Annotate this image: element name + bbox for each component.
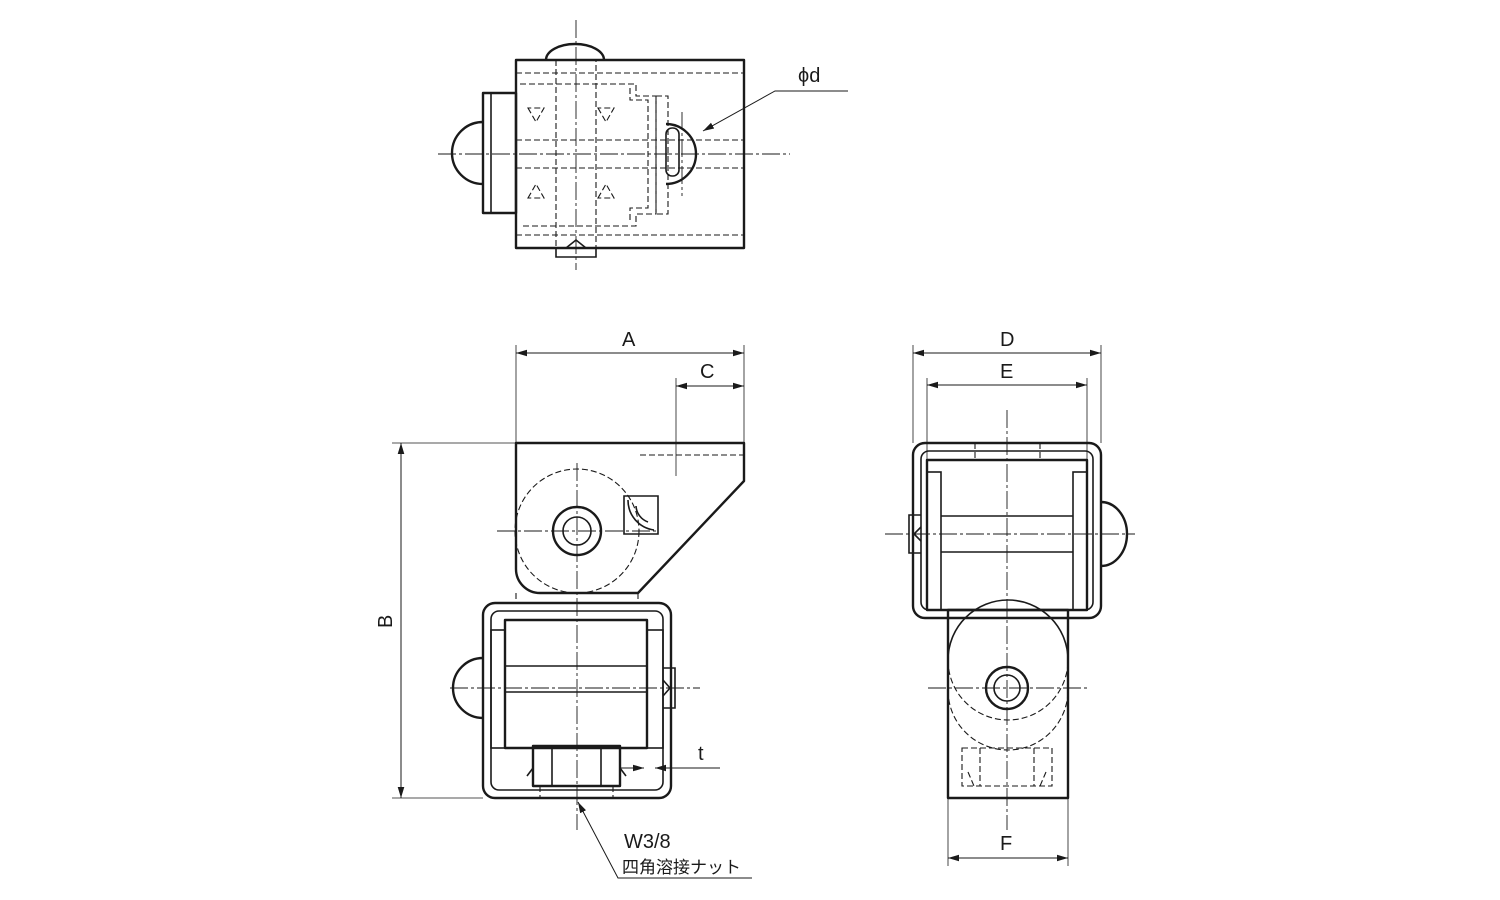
label-nut-size: W3/8 — [624, 831, 671, 853]
side-view: D E F — [885, 329, 1135, 866]
label-D: D — [1000, 329, 1014, 351]
label-t: t — [698, 743, 704, 765]
label-A: A — [622, 329, 636, 351]
top-view: ϕd — [438, 20, 848, 270]
top-view-left-bolt-head — [450, 120, 484, 186]
label-phi-d: ϕd — [798, 65, 820, 87]
side-view-lower-block — [946, 608, 1070, 800]
label-E: E — [1000, 361, 1013, 383]
side-view-right-bolt-head — [1100, 500, 1129, 568]
label-C: C — [700, 361, 714, 383]
front-view-weld-nut — [531, 744, 622, 788]
label-F: F — [1000, 833, 1012, 855]
front-view-weld-mark — [623, 495, 659, 535]
label-B: B — [375, 615, 397, 628]
top-view-left-plate — [481, 91, 518, 215]
top-view-top-knob — [544, 42, 606, 61]
front-view: A C B t W3/8 四角溶接ナット — [375, 329, 752, 879]
label-nut-name: 四角溶接ナット — [622, 858, 741, 878]
front-view-bracket — [514, 441, 746, 595]
